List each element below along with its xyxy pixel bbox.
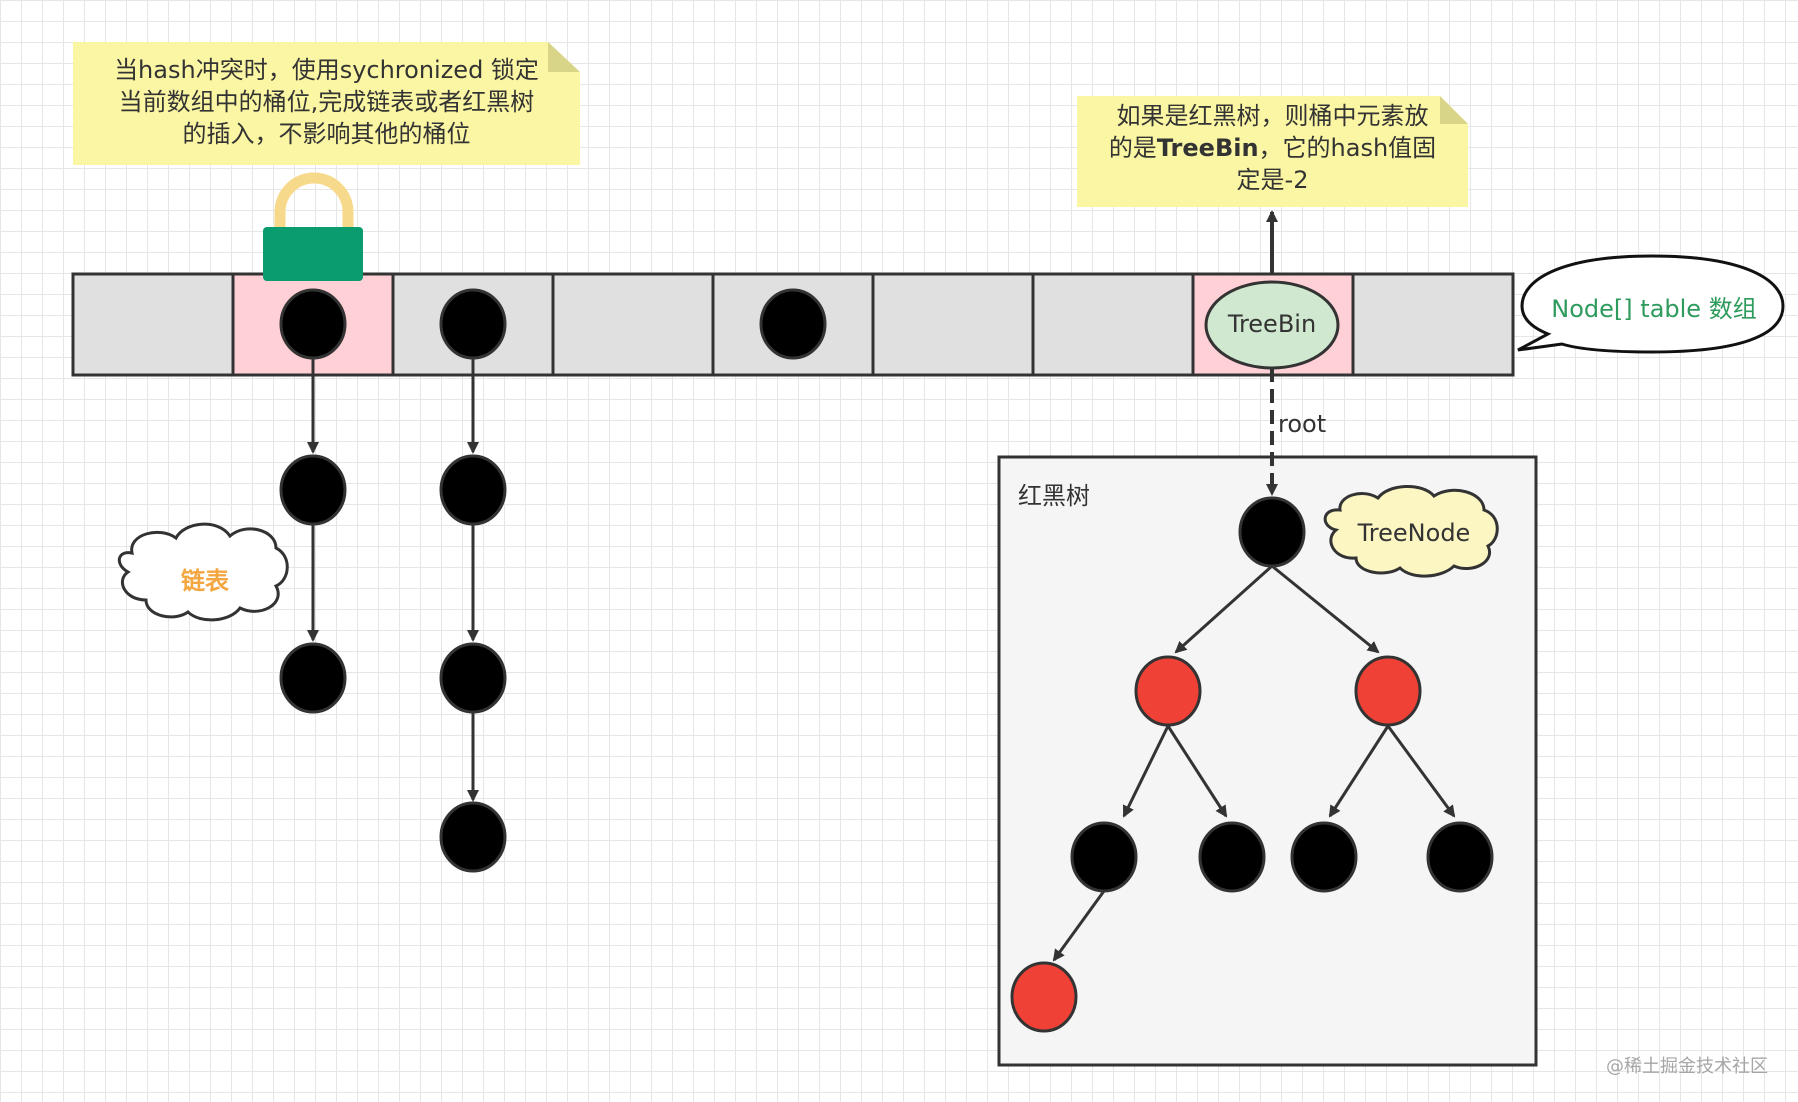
bucket-0 [71,272,235,377]
watermark: @稀土掘金技术社区 [1606,1056,1768,1077]
treebin-label: TreeBin [1227,310,1317,338]
array-callout [1517,254,1785,354]
treebin-note-suffix: ，它的hash值固 [1258,134,1437,162]
list-node [439,642,507,714]
list-arrows [307,357,479,802]
bucket-2-head-node [439,288,507,360]
lock-icon [263,172,363,281]
tree-root-node [1238,496,1306,568]
root-label: root [1278,410,1327,438]
tree-black-node [1290,821,1358,893]
lock-note-line: 当前数组中的桶位,完成链表或者红黑树 [118,88,535,116]
bucket-8 [1351,272,1515,377]
array-callout-label: Node[] table 数组 [1551,295,1757,323]
list-nodes [279,288,827,873]
list-node [279,454,347,526]
list-node [439,454,507,526]
lock-note [73,42,580,165]
tree-red-node [1354,655,1422,727]
bucket-1-head-node [279,288,347,360]
treebin-note-bold: TreeBin [1156,134,1259,162]
tree-red-node [1010,961,1078,1033]
bucket-3 [551,272,715,377]
treebin-note-line: 定是-2 [1236,166,1309,194]
list-node [279,642,347,714]
lock-note-line: 的插入，不影响其他的桶位 [182,120,471,148]
treebin-note-line: 如果是红黑树，则桶中元素放 [1116,102,1429,130]
list-cloud [117,522,289,622]
bucket-5 [871,272,1035,377]
lock-note-text: 当hash冲突时，使用sychronized 锁定 当前数组中的桶位,完成链表或… [73,54,580,150]
treebin-note-line: 的是TreeBin，它的hash值固 [1077,132,1468,164]
treebin-note-prefix: 的是 [1108,134,1157,162]
treenode-cloud [1323,484,1499,578]
tree-red-node [1134,655,1202,727]
lock-note-line: 当hash冲突时，使用sychronized 锁定 [114,56,539,84]
tree-black-node [1070,821,1138,893]
list-node [439,801,507,873]
treenode-callout-label: TreeNode [1357,519,1471,547]
tree-edges [1052,564,1456,962]
tree-black-node [1198,821,1266,893]
treebin-note [1077,96,1468,207]
treebin-note-text: 如果是红黑树，则桶中元素放 的是TreeBin，它的hash值固 定是-2 [1077,100,1468,196]
tree-container-title: 红黑树 [1018,482,1090,510]
list-callout-label: 链表 [181,567,229,595]
tree-black-node [1426,821,1494,893]
bucket-6 [1031,272,1195,377]
tree-nodes [1010,496,1494,1033]
bucket-4-head-node [759,288,827,360]
